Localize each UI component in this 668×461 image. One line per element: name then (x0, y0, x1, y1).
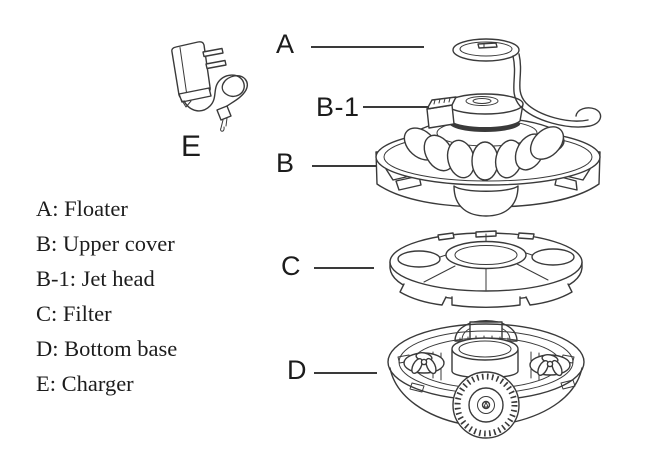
legend-item-jet-head: B-1: Jet head (36, 266, 155, 291)
legend-item-upper-cover: B: Upper cover (36, 231, 175, 256)
cover-petals (403, 126, 565, 181)
charger-illustration (171, 41, 248, 132)
floater-illustration (452, 38, 520, 62)
filter-illustration (389, 230, 583, 308)
callout-label-e: E (181, 130, 202, 163)
callout-label-b: B (276, 148, 295, 178)
parts-legend: A: Floater B: Upper cover B-1: Jet head … (36, 191, 177, 401)
callout-label-c: C (281, 251, 301, 281)
bottom-base-illustration (387, 320, 585, 439)
legend-item-charger: E: Charger (36, 371, 134, 396)
callout-label-b1: B-1 (316, 92, 360, 122)
callout-label-d: D (287, 355, 307, 385)
legend-item-bottom-base: D: Bottom base (36, 336, 178, 361)
floater-hose (512, 53, 602, 128)
callout-label-a: A (276, 29, 295, 59)
legend-item-filter: C: Filter (36, 301, 112, 326)
legend-item-floater: A: Floater (36, 196, 128, 221)
jet-head-illustration (426, 93, 524, 132)
